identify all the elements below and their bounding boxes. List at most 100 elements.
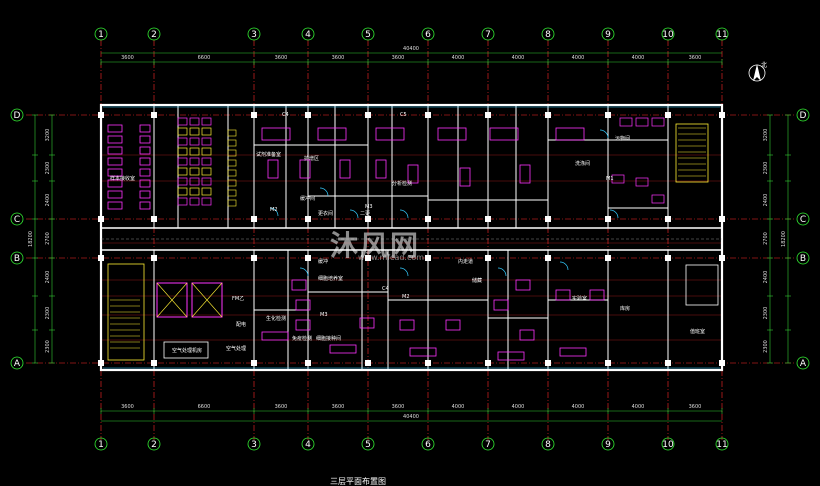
structural-column (485, 112, 491, 118)
bench-counter (559, 347, 587, 357)
structural-column (719, 360, 725, 366)
dim-text-span: 4000 (512, 55, 525, 61)
row-label-C: C (800, 215, 806, 225)
shelf-unit (227, 129, 237, 137)
structural-column (485, 255, 491, 261)
column-label-9: 9 (605, 30, 611, 40)
watermark-sub: www.mfcad.com (358, 253, 425, 262)
door-swing (349, 209, 359, 219)
column-label-1: 1 (98, 440, 104, 450)
column-bubble-11 (715, 437, 729, 451)
room-label-lower: M3 (320, 312, 328, 318)
structural-column (365, 255, 371, 261)
dim-text-span: 3600 (121, 55, 134, 61)
rack-unit (177, 137, 188, 146)
structural-column (151, 216, 157, 222)
lab-equipment (295, 299, 311, 311)
room-label-lower: C4 (382, 286, 389, 292)
rack-unit (189, 117, 200, 126)
outer-wall (99, 103, 724, 372)
structural-column (665, 216, 671, 222)
dim-text-left: 2300 (45, 307, 51, 320)
structural-column (545, 216, 551, 222)
structural-column (305, 112, 311, 118)
room-label-lower: 储藏 (472, 277, 482, 284)
workbench (299, 159, 311, 179)
lab-bench (139, 168, 151, 177)
rack-unit (177, 157, 188, 166)
lab-equipment (515, 279, 531, 291)
dim-text-overall-height: 18200 (28, 231, 34, 247)
column-label-3: 3 (251, 440, 257, 450)
structural-column (425, 255, 431, 261)
structural-column (605, 360, 611, 366)
column-bubble-11 (715, 27, 729, 41)
dim-text-right: 2700 (763, 232, 769, 245)
equipment-unit (635, 117, 649, 127)
rack-unit (201, 187, 212, 196)
dim-text-span: 3600 (392, 404, 405, 410)
column-label-9: 9 (605, 440, 611, 450)
lab-equipment (291, 279, 307, 291)
north-arrow-icon: 北 (748, 61, 767, 82)
structural-column (545, 255, 551, 261)
structural-column (425, 216, 431, 222)
rack-unit (201, 197, 212, 206)
north-label: 北 (761, 61, 767, 69)
column-label-5: 5 (365, 440, 371, 450)
room-label-lower: 内走道 (458, 258, 473, 265)
equipment-unit (651, 117, 665, 127)
room-label-lower: 值班室 (690, 328, 705, 335)
dim-text-left: 3200 (45, 129, 51, 142)
row-bubble-B (796, 251, 810, 265)
rack-unit (189, 137, 200, 146)
room-label-upper: 更衣间 (318, 210, 333, 217)
column-label-4: 4 (305, 30, 311, 40)
row-bubble-A (796, 356, 810, 370)
room-label-lower: 生化检测 (266, 315, 286, 322)
structural-column (98, 216, 104, 222)
lab-bench (139, 146, 151, 155)
structural-column (605, 255, 611, 261)
structural-column (251, 360, 257, 366)
dim-text-overall: 40400 (403, 46, 419, 52)
column-label-8: 8 (545, 30, 551, 40)
dim-text-span: 3600 (121, 404, 134, 410)
rack-unit (189, 197, 200, 206)
dim-text-span: 4000 (512, 404, 525, 410)
equipment-unit (651, 194, 665, 204)
door-swing (559, 261, 569, 271)
column-label-2: 2 (151, 440, 157, 450)
room-label-upper: 扩增区 (304, 155, 319, 162)
column-label-11: 11 (716, 440, 727, 450)
dim-text-span: 4000 (572, 404, 585, 410)
lab-bench (107, 168, 123, 177)
rack-unit (201, 117, 212, 126)
structural-column (365, 112, 371, 118)
fume-hood (437, 127, 467, 141)
fume-hood (489, 127, 519, 141)
lab-equipment (519, 329, 535, 341)
row-label-B: B (14, 254, 20, 264)
structural-column (98, 360, 104, 366)
door-swing (399, 267, 409, 277)
structural-column (98, 255, 104, 261)
column-bubble-5 (361, 27, 375, 41)
structural-column (545, 112, 551, 118)
dim-text-span: 6600 (198, 55, 211, 61)
structural-column (485, 216, 491, 222)
column-label-2: 2 (151, 30, 157, 40)
column-bubble-2 (147, 27, 161, 41)
shelf-unit (227, 149, 237, 157)
column-label-8: 8 (545, 440, 551, 450)
workbench (459, 167, 471, 187)
door-swing (609, 209, 619, 219)
row-bubble-C (10, 212, 24, 226)
lab-bench (107, 157, 123, 166)
room-label-upper: C4 (282, 112, 289, 118)
dim-text-span: 4000 (632, 404, 645, 410)
door-swing (299, 267, 309, 277)
lab-bench (107, 201, 123, 210)
dim-text-left: 2300 (45, 340, 51, 353)
workbench (375, 159, 387, 179)
